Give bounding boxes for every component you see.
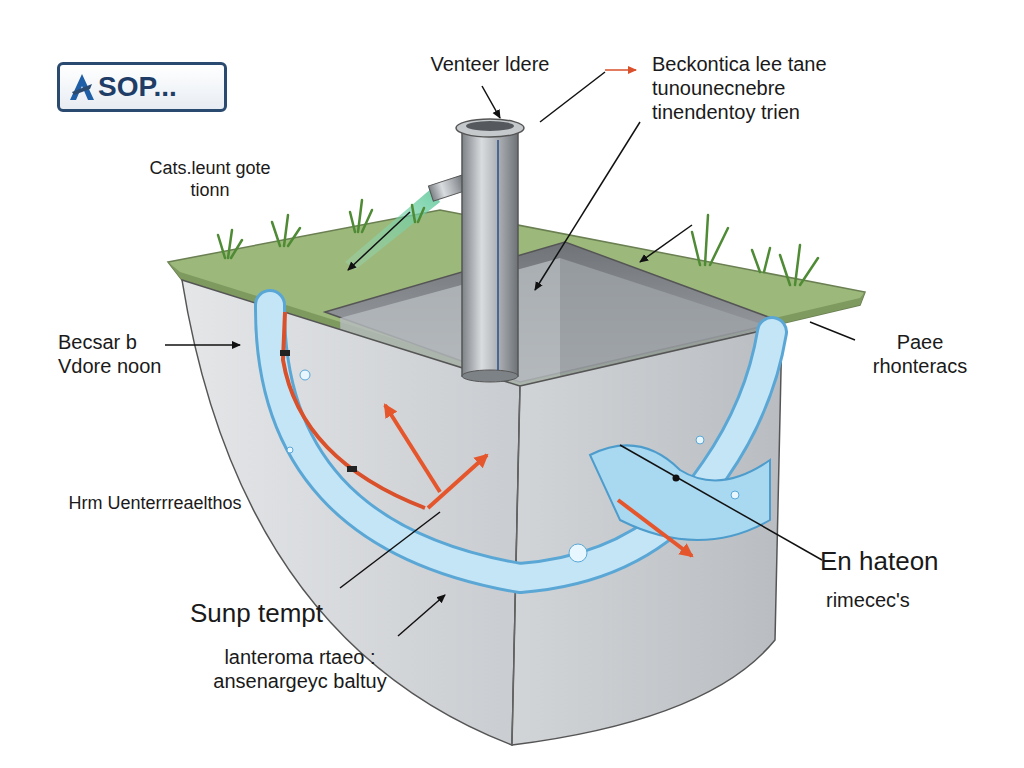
part-label: Hrm Uenterrreaelthos: [60, 493, 250, 515]
part-label: Cats.leunt gote tionn: [130, 158, 290, 201]
pipe-mouth: [466, 121, 514, 131]
pipe-flange: [456, 119, 524, 137]
leader-lines: [165, 70, 855, 636]
flow-arrow: [385, 405, 440, 492]
flow-arrow: [618, 500, 692, 556]
vent-pipe: [462, 128, 518, 376]
part-label: Sunp tempt: [190, 598, 390, 629]
pipe-joint: [347, 466, 357, 472]
water-bubble: [569, 544, 587, 562]
part-label: rimecec's: [826, 588, 976, 612]
part-label: Becsar b Vdore noon: [58, 330, 168, 378]
water-bubble: [731, 491, 739, 499]
flow-arrow: [428, 455, 487, 508]
part-label: En hateon: [820, 546, 990, 577]
grass: [218, 200, 818, 285]
part-label: Paee rhonteracs: [850, 330, 990, 378]
part-label: Beckontica lee tane tunounecnebre tinend…: [652, 52, 877, 124]
pipe-stripe: [497, 140, 499, 370]
water-bubble: [696, 436, 704, 444]
logo-icon: [68, 72, 96, 102]
leader-dot: [673, 475, 680, 482]
part-label: Venteer ldere: [400, 52, 580, 76]
water-band: [270, 305, 772, 578]
logo-box: SOP...: [57, 62, 227, 112]
pipe-joint: [280, 350, 290, 356]
logo-text: SOP...: [98, 71, 177, 103]
spray: [345, 188, 440, 270]
water-bubble: [287, 447, 293, 453]
water-surface: [590, 445, 770, 540]
water-band: [270, 305, 772, 578]
part-label: lanteroma rtaeo : ansenargeyc baltuy: [185, 645, 415, 693]
water-bubble: [300, 370, 310, 380]
red-pipe: [283, 312, 425, 508]
pipe-base: [462, 370, 518, 382]
